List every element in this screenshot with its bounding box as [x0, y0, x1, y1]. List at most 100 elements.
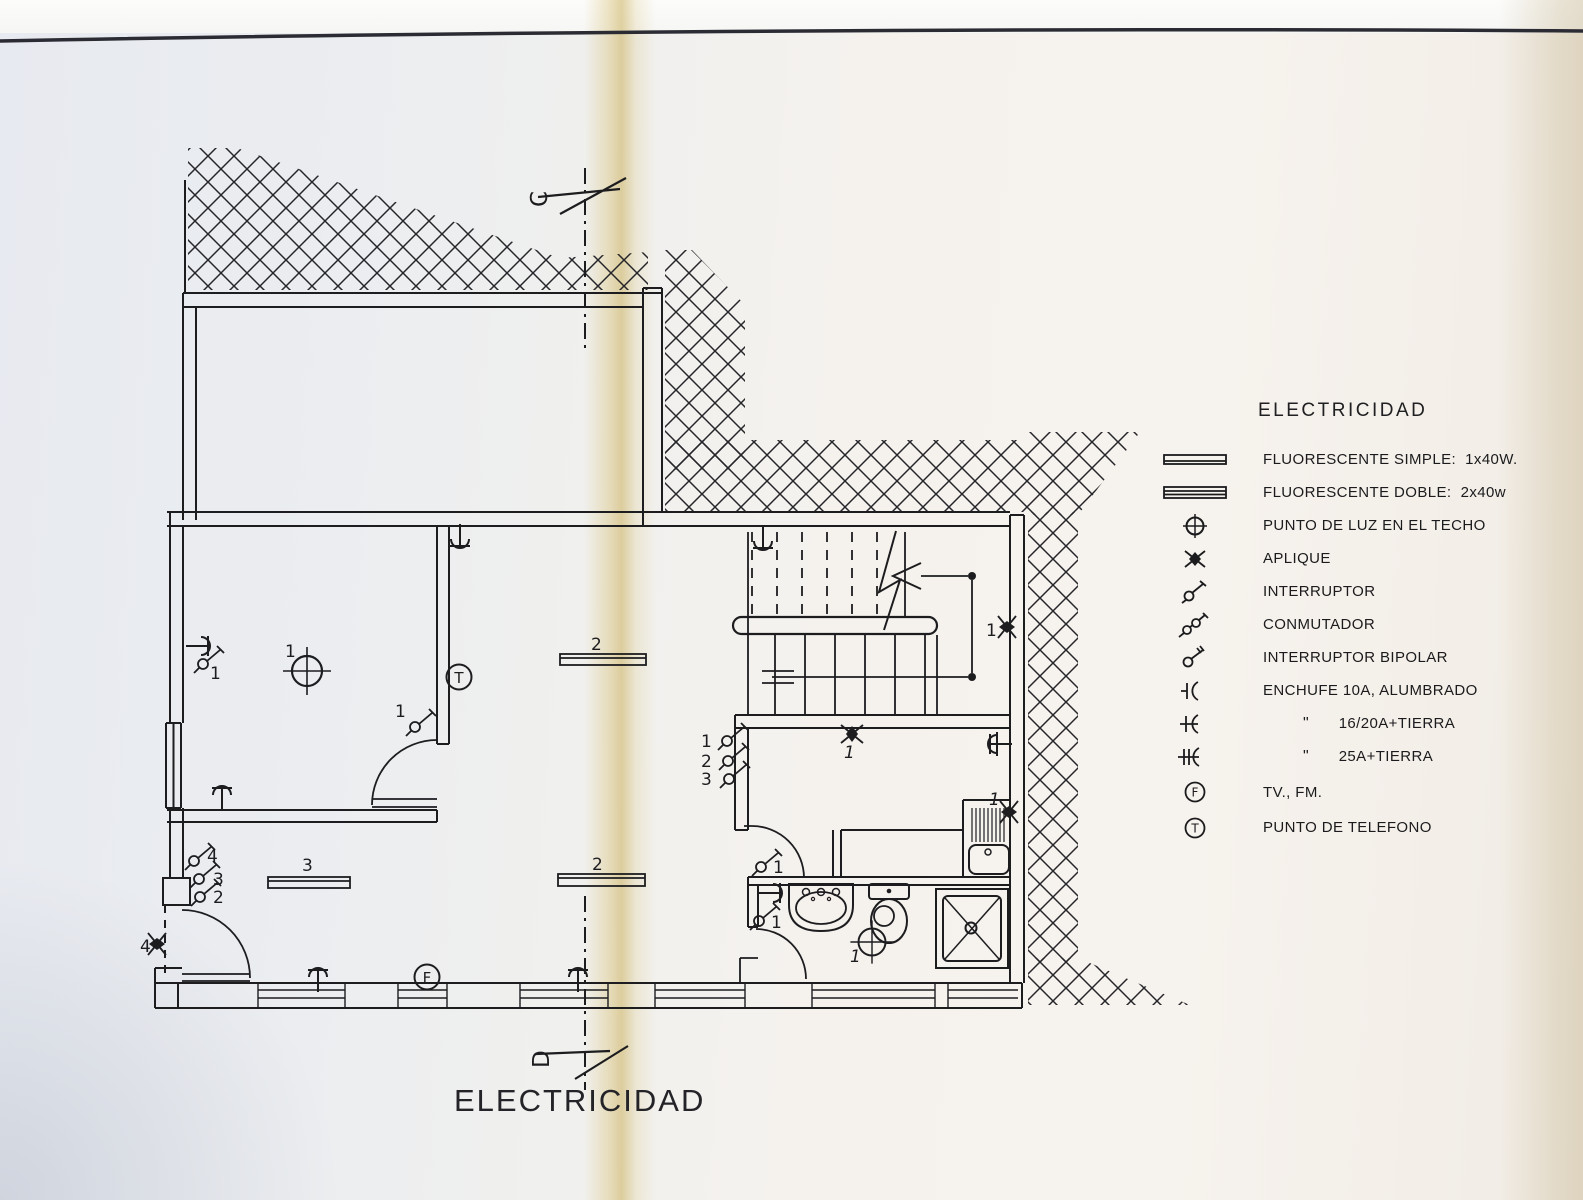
staircase — [731, 530, 976, 714]
right-fold-crease — [1498, 0, 1583, 1200]
label-light-main: 1 — [285, 642, 296, 662]
enchufe-10a-icon — [1145, 679, 1249, 703]
socket-symbol — [449, 523, 471, 549]
kitchen-sink — [968, 808, 1010, 875]
label-switch-4: 4 — [207, 847, 218, 867]
legend-row: " 25A+TIERRA — [1145, 740, 1583, 773]
socket-symbol — [752, 525, 774, 551]
legend-row: CONMUTADOR — [1145, 608, 1583, 641]
stairs-direction-arrowhead — [890, 562, 922, 590]
legend-label: PUNTO DE TELEFONO — [1263, 819, 1432, 836]
toilet-wc — [868, 883, 910, 944]
legend-row: INTERRUPTOR BIPOLAR — [1145, 641, 1583, 674]
telephone-point-icon: T — [1145, 816, 1249, 840]
socket-symbol — [211, 785, 233, 811]
fixtures — [788, 808, 1010, 969]
fluorescent-double-icon — [1145, 481, 1249, 505]
label-rightwall-aplique: 1 — [989, 790, 1000, 810]
label-switch-3: 3 — [213, 870, 224, 890]
label-fluor-3: 3 — [302, 856, 313, 876]
label-bath-door-switch: 1 — [773, 858, 784, 878]
socket-symbol — [307, 967, 329, 993]
label-stair-sw3: 3 — [701, 770, 712, 790]
interruptor-bipolar-icon — [1145, 644, 1249, 671]
label-fluor-2b: 2 — [592, 855, 603, 875]
stairs-direction-line — [772, 575, 973, 678]
fluorescent-single-icon — [1145, 448, 1249, 472]
legend-title: ELECTRICIDAD — [1258, 400, 1428, 421]
label-understair-aplique: 1 — [844, 743, 855, 763]
switch-symbol — [717, 722, 749, 751]
legend-row: ENCHUFE 10A, ALUMBRADO — [1145, 674, 1583, 707]
label-fluor-2a: 2 — [591, 635, 602, 655]
label-stair-sw1: 1 — [701, 732, 712, 752]
window-segments — [257, 983, 1018, 1008]
legend-row: PUNTO DE LUZ EN EL TECHO — [1145, 509, 1583, 542]
electrical-symbols: T F — [147, 523, 1019, 993]
legend-label: INTERRUPTOR — [1263, 583, 1376, 600]
aplique-symbol — [840, 724, 864, 744]
fluorescent-lights — [267, 653, 647, 889]
svg-text:F: F — [1192, 786, 1199, 800]
tv-fm-point-symbol: F — [413, 963, 441, 991]
door-bath-lower — [739, 928, 807, 983]
scan-top-edge-line — [0, 27, 1583, 43]
svg-text:T: T — [453, 669, 464, 687]
switch-symbol — [405, 708, 437, 737]
plan-labels: 1 1 1 4 3 2 3 2 2 1 2 3 1 1 1 4 1 1 1 — [140, 621, 1000, 967]
legend-row: INTERRUPTOR — [1145, 575, 1583, 608]
interruptor-icon — [1145, 579, 1249, 605]
label-switch-2: 2 — [213, 888, 224, 908]
door-entry — [181, 909, 251, 982]
door-bath-upper — [744, 825, 805, 879]
legend-label: APLIQUE — [1263, 550, 1331, 567]
door-main-room — [371, 739, 438, 808]
ceiling-light-icon — [1145, 513, 1249, 539]
stairs-break-line — [877, 530, 902, 631]
svg-text:F: F — [423, 969, 432, 987]
legend-label: TV., FM. — [1263, 783, 1323, 801]
label-bath-switch: 1 — [771, 913, 782, 933]
ditto-mark: " — [1303, 714, 1309, 732]
label-stair-sw2: 2 — [701, 752, 712, 772]
section-letter-bottom: D — [529, 1050, 555, 1068]
legend-label: 16/20A+TIERRA — [1338, 715, 1456, 732]
label-stair-aplique: 1 — [986, 621, 997, 641]
doors — [181, 739, 807, 983]
stairs-lower-flight — [747, 532, 938, 714]
socket-symbol — [185, 635, 211, 657]
conmutador-icon — [1145, 611, 1249, 638]
fluorescent-hall-upper — [559, 653, 647, 666]
legend-row: T PUNTO DE TELEFONO — [1145, 811, 1583, 844]
svg-text:T: T — [1190, 821, 1199, 835]
legend-row: FLUORESCENTE DOBLE: 2x40w — [1145, 476, 1583, 509]
legend-row: FLUORESCENTE SIMPLE: 1x40W. — [1145, 443, 1583, 476]
legend-row: " 16/20A+TIERRA — [1145, 707, 1583, 740]
center-fold-crease — [584, 0, 656, 1200]
enchufe-16-20a-icon — [1145, 712, 1249, 736]
legend-label: FLUORESCENTE SIMPLE: 1x40W. — [1263, 451, 1518, 468]
fluorescent-lounge — [267, 876, 351, 889]
ditto-mark: " — [1303, 747, 1309, 765]
stairs-handrail — [731, 615, 939, 636]
section-letter-top: C — [527, 191, 553, 207]
plan-title: ELECTRICIDAD — [454, 1083, 706, 1118]
label-switch-door: 1 — [395, 702, 406, 722]
legend-label: PUNTO DE LUZ EN EL TECHO — [1263, 517, 1486, 534]
legend-label: CONMUTADOR — [1263, 616, 1376, 633]
legend-label: 25A+TIERRA — [1338, 748, 1434, 765]
legend: ELECTRICIDAD FLUORESCENTE SIMPLE: 1x40W.… — [1145, 400, 1583, 844]
label-switch-main: 1 — [210, 664, 221, 684]
legend-row: APLIQUE — [1145, 542, 1583, 575]
legend-row: F TV., FM. — [1145, 773, 1583, 811]
wall-hatching — [188, 148, 1190, 1005]
fluorescent-hall-lower — [557, 873, 646, 887]
aplique-symbol — [997, 615, 1017, 639]
shower-tray — [935, 888, 1009, 969]
aplique-icon — [1145, 547, 1249, 571]
tv-fm-icon: F — [1145, 780, 1249, 804]
legend-label: INTERRUPTOR BIPOLAR — [1263, 649, 1448, 666]
socket-tierra-symbol — [987, 731, 1013, 757]
legend-label: FLUORESCENTE DOBLE: 2x40w — [1263, 484, 1506, 501]
